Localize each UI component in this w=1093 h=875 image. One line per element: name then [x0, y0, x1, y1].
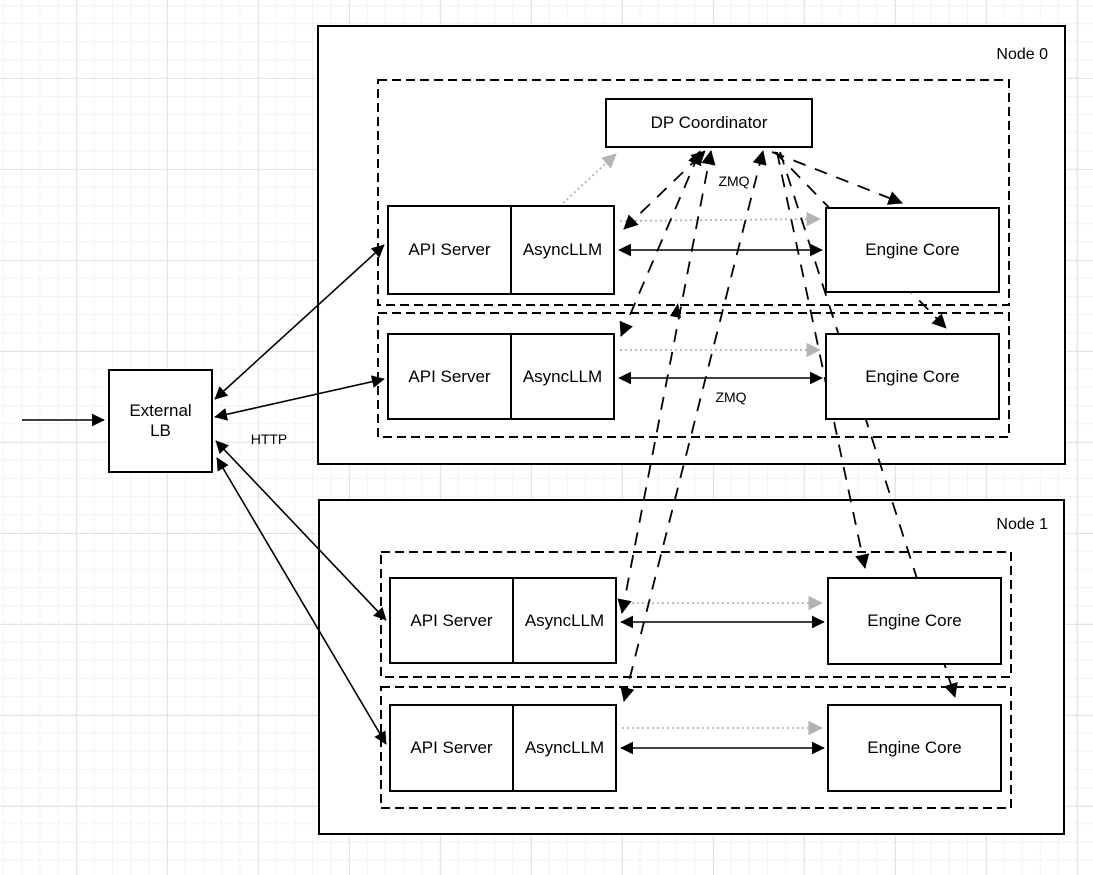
- asyncllm-cell: AsyncLLM: [512, 207, 613, 293]
- asyncllm-label: AsyncLLM: [524, 738, 605, 757]
- external-lb-label: External LB: [129, 401, 192, 440]
- http-label: HTTP: [250, 431, 288, 447]
- api-server-cell: API Server: [389, 207, 512, 293]
- api-server-cell: API Server: [389, 335, 512, 418]
- asyncllm-label: AsyncLLM: [524, 610, 605, 630]
- asyncllm-label: AsyncLLM: [522, 366, 603, 386]
- coordinator-engine0-zmq-arrow: [771, 151, 903, 205]
- engine-core-label: Engine Core: [867, 738, 962, 757]
- node0-row1-dashed-box: [377, 79, 1010, 306]
- lb-api3-arrow: [216, 457, 387, 745]
- node0-row2-engine-core-box: Engine Core: [825, 333, 1000, 420]
- dp-coordinator-box: DP Coordinator: [605, 98, 813, 148]
- zmq-row-label: ZMQ: [715, 389, 747, 405]
- mid-up-arrowhead: [670, 303, 681, 318]
- api-server-label: API Server: [410, 610, 493, 630]
- node1-row2-engine-core-box: Engine Core: [827, 704, 1002, 792]
- engine-core-label: Engine Core: [865, 240, 960, 259]
- asyncllm3-coordinator-zmq-arrow: [620, 150, 767, 702]
- api-server-label: API Server: [410, 738, 493, 757]
- external-lb-box: External LB: [108, 369, 213, 473]
- engine-core-label: Engine Core: [865, 366, 960, 386]
- node1-row1-engine-core-box: Engine Core: [827, 577, 1002, 665]
- asyncllm-cell: AsyncLLM: [514, 579, 615, 662]
- asyncllm0-coordinator-dotted-arrow: [562, 153, 617, 204]
- api-server-label: API Server: [408, 240, 491, 259]
- engine-core-label: Engine Core: [867, 611, 962, 630]
- asyncllm-cell: AsyncLLM: [514, 706, 615, 790]
- dp-coordinator-label: DP Coordinator: [650, 113, 768, 132]
- api-server-cell: API Server: [391, 706, 514, 790]
- node0-row2-api-box: API Server AsyncLLM: [387, 333, 615, 420]
- lb-api0-arrow: [214, 244, 385, 400]
- node0-title: Node 0: [996, 46, 1048, 63]
- lb-api1-arrow: [214, 375, 385, 421]
- api-server-cell: API Server: [391, 579, 514, 662]
- node1-row2-api-box: API Server AsyncLLM: [389, 704, 617, 792]
- node1-row1-api-box: API Server AsyncLLM: [389, 577, 617, 664]
- api-server-label: API Server: [408, 366, 491, 386]
- node0-row1-engine-core-box: Engine Core: [825, 207, 1000, 293]
- asyncllm-cell: AsyncLLM: [512, 335, 613, 418]
- asyncllm-label: AsyncLLM: [522, 240, 603, 259]
- node0-row1-api-box: API Server AsyncLLM: [387, 205, 615, 295]
- coordinator-engine2-zmq-arrow: [776, 151, 870, 569]
- coordinator-engine3-zmq-arrow: [779, 151, 958, 698]
- zmq-coordinator-label: ZMQ: [718, 173, 750, 189]
- node1-title: Node 1: [996, 516, 1048, 533]
